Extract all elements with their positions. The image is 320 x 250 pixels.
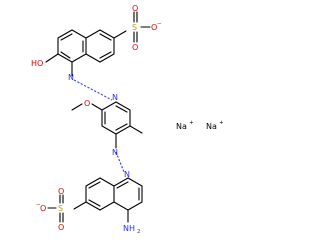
azo2-n2: N: [124, 170, 130, 179]
hydroxy-label: HO: [31, 59, 43, 68]
top-sulfonate-s: S: [132, 23, 137, 32]
top-sulfonate-o-lower: O: [132, 43, 138, 52]
azo1-n1: N: [68, 73, 74, 82]
azo1-n2: N: [112, 93, 118, 102]
bottom-sulfonate-o-upper: O: [58, 187, 64, 196]
sodium-ion-2: Na: [206, 122, 217, 131]
top-sulfonate-group: [133, 11, 151, 43]
azo2-n1: N: [112, 148, 118, 157]
top-naphthalene-bonds: [45, 29, 127, 77]
amine-label: NH: [123, 224, 135, 233]
bottom-sulfonate-charge: −: [36, 202, 41, 208]
azo-bond-1: [73, 79, 113, 101]
chemical-structure-diagram: O S O − O HO N N O N N O S O − O NH 2 Na…: [31, 4, 224, 235]
sodium-ion-1-charge: +: [189, 120, 194, 126]
central-benzene-bonds: [71, 101, 143, 149]
bottom-sulfonate-o-left: O: [40, 204, 46, 213]
structure-canvas: O S O − O HO N N O N N O S O − O NH 2 Na…: [31, 4, 224, 235]
bottom-naphthalene-bonds: [73, 177, 143, 223]
amine-subscript: 2: [137, 229, 141, 235]
bottom-sulfonate-s: S: [58, 204, 63, 213]
bottom-sulfonate-group: [47, 194, 64, 223]
top-sulfonate-o-right: O: [151, 23, 157, 32]
sodium-ion-1: Na: [176, 122, 187, 131]
top-sulfonate-charge: −: [157, 21, 162, 27]
bottom-sulfonate-o-lower: O: [58, 223, 64, 232]
methoxy-o: O: [84, 99, 90, 108]
sodium-ion-2-charge: +: [219, 120, 224, 126]
top-sulfonate-o-upper: O: [132, 4, 138, 13]
